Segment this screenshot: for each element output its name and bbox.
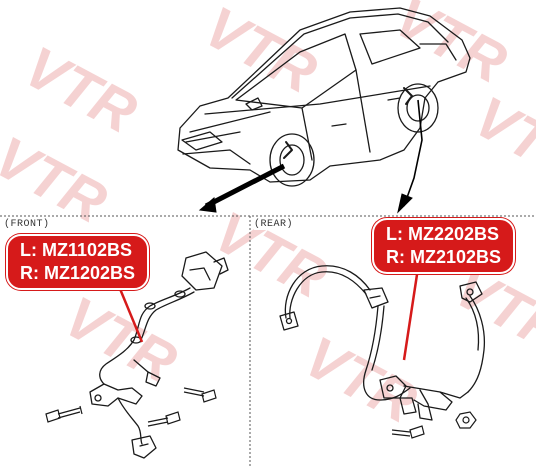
- rear-callout-pointer: [402, 267, 420, 361]
- callout-pointers: [116, 267, 420, 361]
- nut-icon: [455, 411, 477, 429]
- bolt-icon: [391, 425, 425, 439]
- watermark-text: VTR: [464, 84, 536, 196]
- front-leader: [204, 163, 286, 209]
- bolt-icon: [45, 405, 83, 423]
- front-right-part-number: R: MZ1202BS: [20, 263, 136, 283]
- watermark-text: VTR: [384, 0, 517, 96]
- rear-right-part-number: R: MZ2102BS: [386, 247, 502, 267]
- car-illustration: [177, 7, 471, 187]
- front-part-callout: L: MZ1102BS R: MZ1202BS: [6, 234, 150, 290]
- watermark-text: VTR: [14, 34, 147, 146]
- rear-section-label: (REAR): [254, 219, 294, 230]
- front-callout-pointer: [116, 283, 144, 343]
- front-left-part-number: L: MZ1102BS: [20, 240, 133, 260]
- rear-part-callout: L: MZ2202BS R: MZ2102BS: [372, 218, 516, 274]
- rear-leader: [403, 99, 423, 207]
- bolt-icon: [183, 387, 217, 403]
- front-section-label: (FRONT): [4, 219, 50, 230]
- bolt-icon: [147, 411, 181, 427]
- rear-leader-tip: [397, 193, 413, 214]
- watermark-text: VTR: [54, 284, 187, 396]
- front-abs-sensor: [89, 251, 229, 459]
- rear-abs-sensor: [279, 265, 486, 421]
- rear-left-part-number: L: MZ2202BS: [386, 224, 500, 244]
- leader-lines: [198, 99, 423, 214]
- front-leader-tip: [198, 197, 217, 213]
- watermark-text: VTR: [194, 0, 327, 106]
